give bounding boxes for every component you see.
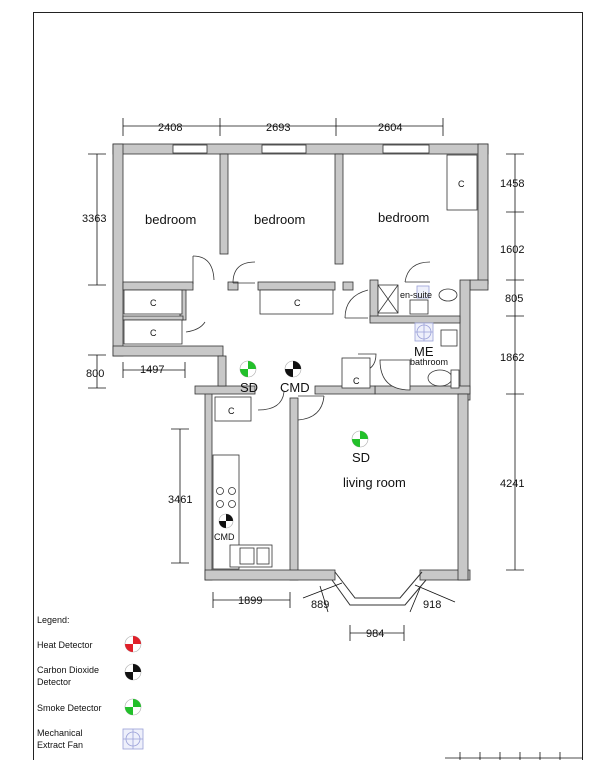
cupboard-label: C [458, 179, 465, 189]
bathroom-fittings [377, 284, 460, 391]
legend: Legend: Heat Detector Carbon Dioxide Det… [37, 615, 144, 750]
legend-heat-label: Heat Detector [37, 640, 93, 650]
dim-bay-center: 984 [366, 628, 384, 640]
dim-right-5: 4241 [500, 478, 524, 490]
cupboard-label: C [353, 376, 360, 386]
cupboard-label: C [150, 298, 157, 308]
cupboard-label: C [150, 328, 157, 338]
me-label: ME [414, 344, 434, 359]
dim-top-3: 2604 [378, 122, 402, 134]
bathroom-label: bathroom [410, 357, 448, 367]
legend-smoke-label: Smoke Detector [37, 703, 102, 713]
dim-kitchen-height: 3461 [168, 494, 192, 506]
dim-right-4: 1862 [500, 352, 524, 364]
co2-detector-icon [218, 513, 234, 529]
co2-detector-icon [124, 663, 142, 681]
living-room-label: living room [343, 475, 406, 490]
extract-fan-icon [122, 728, 144, 750]
cmd-label: CMD [214, 532, 235, 542]
dim-left-bedroom: 3363 [82, 213, 106, 225]
page-border [33, 12, 583, 760]
smoke-detector-icon [351, 430, 369, 448]
dim-top-1: 2408 [158, 122, 182, 134]
cmd-label: CMD [280, 380, 310, 395]
dim-kitchen-width: 1899 [238, 595, 262, 607]
bay-window [331, 571, 427, 606]
legend-fan-label-line1: Mechanical [37, 728, 83, 738]
bedroom-2-label: bedroom [254, 212, 305, 227]
dim-right-2: 1602 [500, 244, 524, 256]
top-windows [172, 144, 430, 154]
legend-fan-label-line2: Extract Fan [37, 740, 83, 750]
bedroom-1-label: bedroom [145, 212, 196, 227]
kitchen-units [212, 454, 273, 570]
dim-bay-left: 889 [311, 599, 329, 611]
dim-right-1: 1458 [500, 178, 524, 190]
dim-right-3: 805 [505, 293, 523, 305]
dim-hall-width: 1497 [140, 364, 164, 376]
legend-co2-label-line2: Detector [37, 677, 71, 687]
legend-co2-label-line1: Carbon Dioxide [37, 665, 99, 675]
dimension-lines [88, 118, 524, 641]
door-swings [185, 255, 431, 421]
scale-bar [445, 752, 582, 760]
cupboard-label: C [294, 298, 301, 308]
sd-label: SD [240, 380, 258, 395]
cupboards [123, 154, 478, 422]
sd-label: SD [352, 450, 370, 465]
smoke-detector-icon [124, 698, 142, 716]
bedroom-3-label: bedroom [378, 210, 429, 225]
cupboard-label: C [228, 406, 235, 416]
dim-top-2: 2693 [266, 122, 290, 134]
heat-detector-icon [124, 635, 142, 653]
dim-left-small: 800 [86, 368, 104, 380]
smoke-detector-icon [239, 360, 257, 378]
dim-bay-right: 918 [423, 599, 441, 611]
en-suite-label: en-suite [400, 290, 432, 300]
extract-fan-icon [414, 285, 434, 342]
legend-title: Legend: [37, 615, 70, 625]
co2-detector-icon [284, 360, 302, 378]
